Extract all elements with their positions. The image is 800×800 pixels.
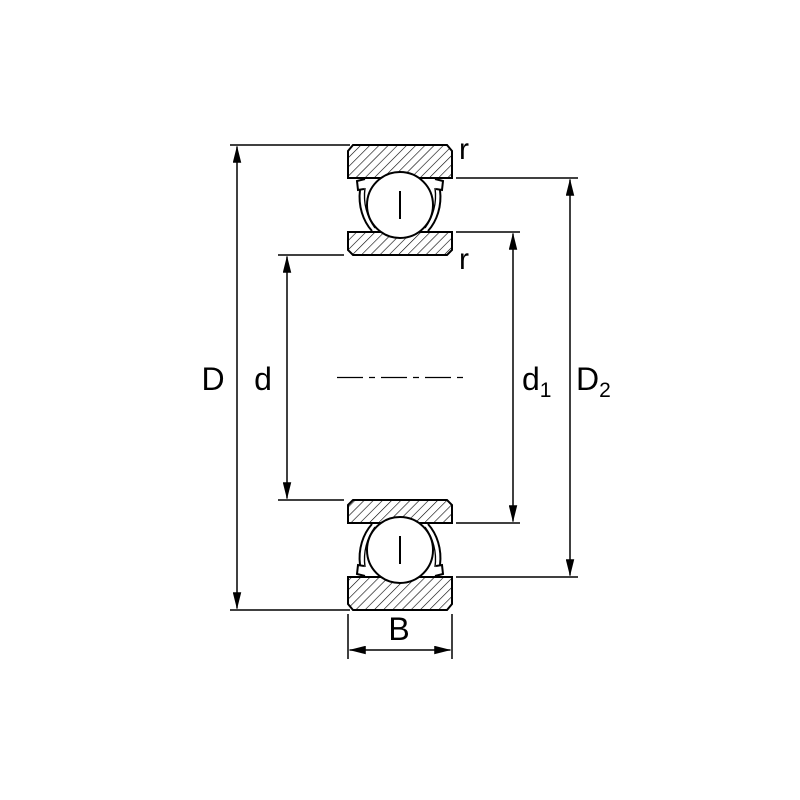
dimension-labels: D d d1 D2 B r r <box>201 133 610 647</box>
outer-ring-bottom-section <box>347 576 453 611</box>
label-fillet-radius-r-inner: r <box>459 243 469 276</box>
label-shoulder-diameter-d1: d1 <box>522 361 551 402</box>
label-fillet-radius-r-outer: r <box>459 133 469 166</box>
label-bore-diameter-d: d <box>254 361 272 397</box>
dimension-lines <box>232 145 575 655</box>
shield-bottom-left <box>355 523 376 577</box>
bearing-top-half-section <box>347 144 453 256</box>
shield-plate-inner <box>363 187 376 229</box>
drawing: D d d1 D2 B r r <box>201 133 611 659</box>
outer-ring-top-section <box>347 144 453 179</box>
shield-hook <box>355 178 366 192</box>
shield-hook <box>355 563 366 577</box>
inner-ring-top-section <box>347 231 453 256</box>
label-d1-base: d <box>522 361 540 397</box>
inner-ring-bottom-section <box>347 499 453 524</box>
label-recess-diameter-D2: D2 <box>576 361 611 402</box>
extension-lines <box>230 144 578 659</box>
label-D2-subscript: 2 <box>599 379 611 402</box>
shield-plate-outer <box>358 189 373 232</box>
label-D2-base: D <box>576 361 599 397</box>
shield-plate-inner <box>363 526 376 568</box>
shield-plate-outer <box>358 523 373 566</box>
bearing-bottom-half-section <box>347 499 453 611</box>
shield-top-left <box>355 178 376 232</box>
label-width-B: B <box>388 611 409 647</box>
label-d1-subscript: 1 <box>540 379 552 402</box>
label-outer-diameter-D: D <box>201 361 224 397</box>
